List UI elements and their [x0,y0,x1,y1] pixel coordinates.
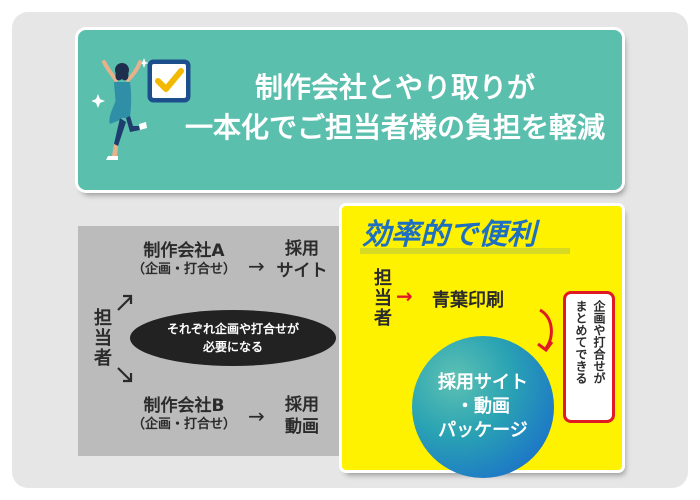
sparkle-icon [92,58,149,108]
top-banner [78,30,622,190]
package-line-2: ・動画 [456,396,510,417]
target-b-line1: 採用 [285,395,319,415]
woman-illustration [92,58,149,160]
printer-name: 青葉印刷 [432,290,504,311]
company-a-note: （企画・打合せ） [131,262,236,277]
arrow-up-right-icon [117,294,133,311]
bubble-line-1: それぞれ企画や打合せが [166,322,299,336]
banner-line-1: 制作会社とやり取りが [254,71,535,104]
arrow-down-right-icon [117,367,133,383]
person-label-left: 担当者 [91,308,112,368]
package-line-1: 採用サイト [438,372,528,393]
banner-line-2: 一本化でご担当者様の負担を軽減 [184,111,605,144]
person-label-right: 担当者 [371,268,392,328]
after-title: 効率的で便利 [362,217,537,251]
target-a: 採用 サイト [272,238,332,282]
callout-line-1: 企画や打合せが [592,300,606,384]
bubble-oval: それぞれ企画や打合せが 必要になる [130,310,336,366]
target-a-line2: サイト [276,261,328,281]
banner-title: 制作会社とやり取りが 一本化でご担当者様の負担を軽減 [180,68,610,148]
company-b-note: （企画・打合せ） [131,417,236,432]
target-b-line2: 動画 [285,417,319,437]
curved-arrow-icon [537,308,554,353]
company-b-name: 制作会社B [143,396,225,416]
company-a: 制作会社A （企画・打合せ） [120,241,248,279]
title-underline [360,248,570,254]
package-line-3: パッケージ [438,420,528,441]
target-b: 採用 動画 [272,394,332,438]
arrow-right-icon: → [248,254,265,278]
company-a-name: 制作会社A [143,241,225,261]
package-circle: 採用サイト ・動画 パッケージ [412,336,554,478]
bubble-line-2: 必要になる [202,340,263,354]
arrow-right-red-icon: → [396,284,413,308]
callout-box: 企画や打合せが まとめてできる [563,291,615,423]
checkbox-icon [147,59,191,103]
arrow-right-icon: → [248,404,265,428]
callout-line-2: まとめてできる [574,300,588,384]
company-b: 制作会社B （企画・打合せ） [120,396,248,434]
target-a-line1: 採用 [285,239,319,259]
